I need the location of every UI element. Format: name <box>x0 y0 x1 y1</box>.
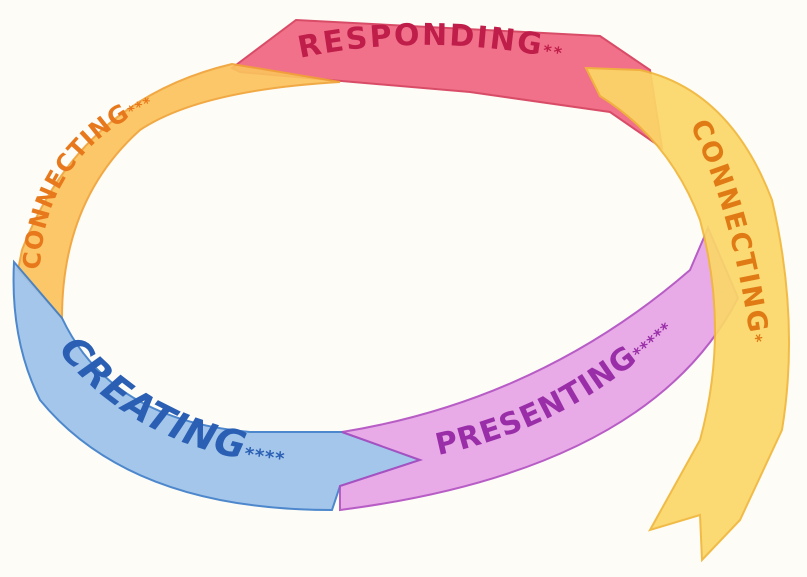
connecting-right-band <box>584 66 791 563</box>
creating-band <box>12 259 424 512</box>
presenting-ribbon <box>339 225 740 512</box>
connecting-right-ribbon <box>584 66 791 563</box>
connecting-left-band <box>16 62 341 321</box>
creating-ribbon <box>12 259 424 512</box>
presenting-band <box>339 225 740 512</box>
connecting-left-ribbon <box>16 62 341 321</box>
